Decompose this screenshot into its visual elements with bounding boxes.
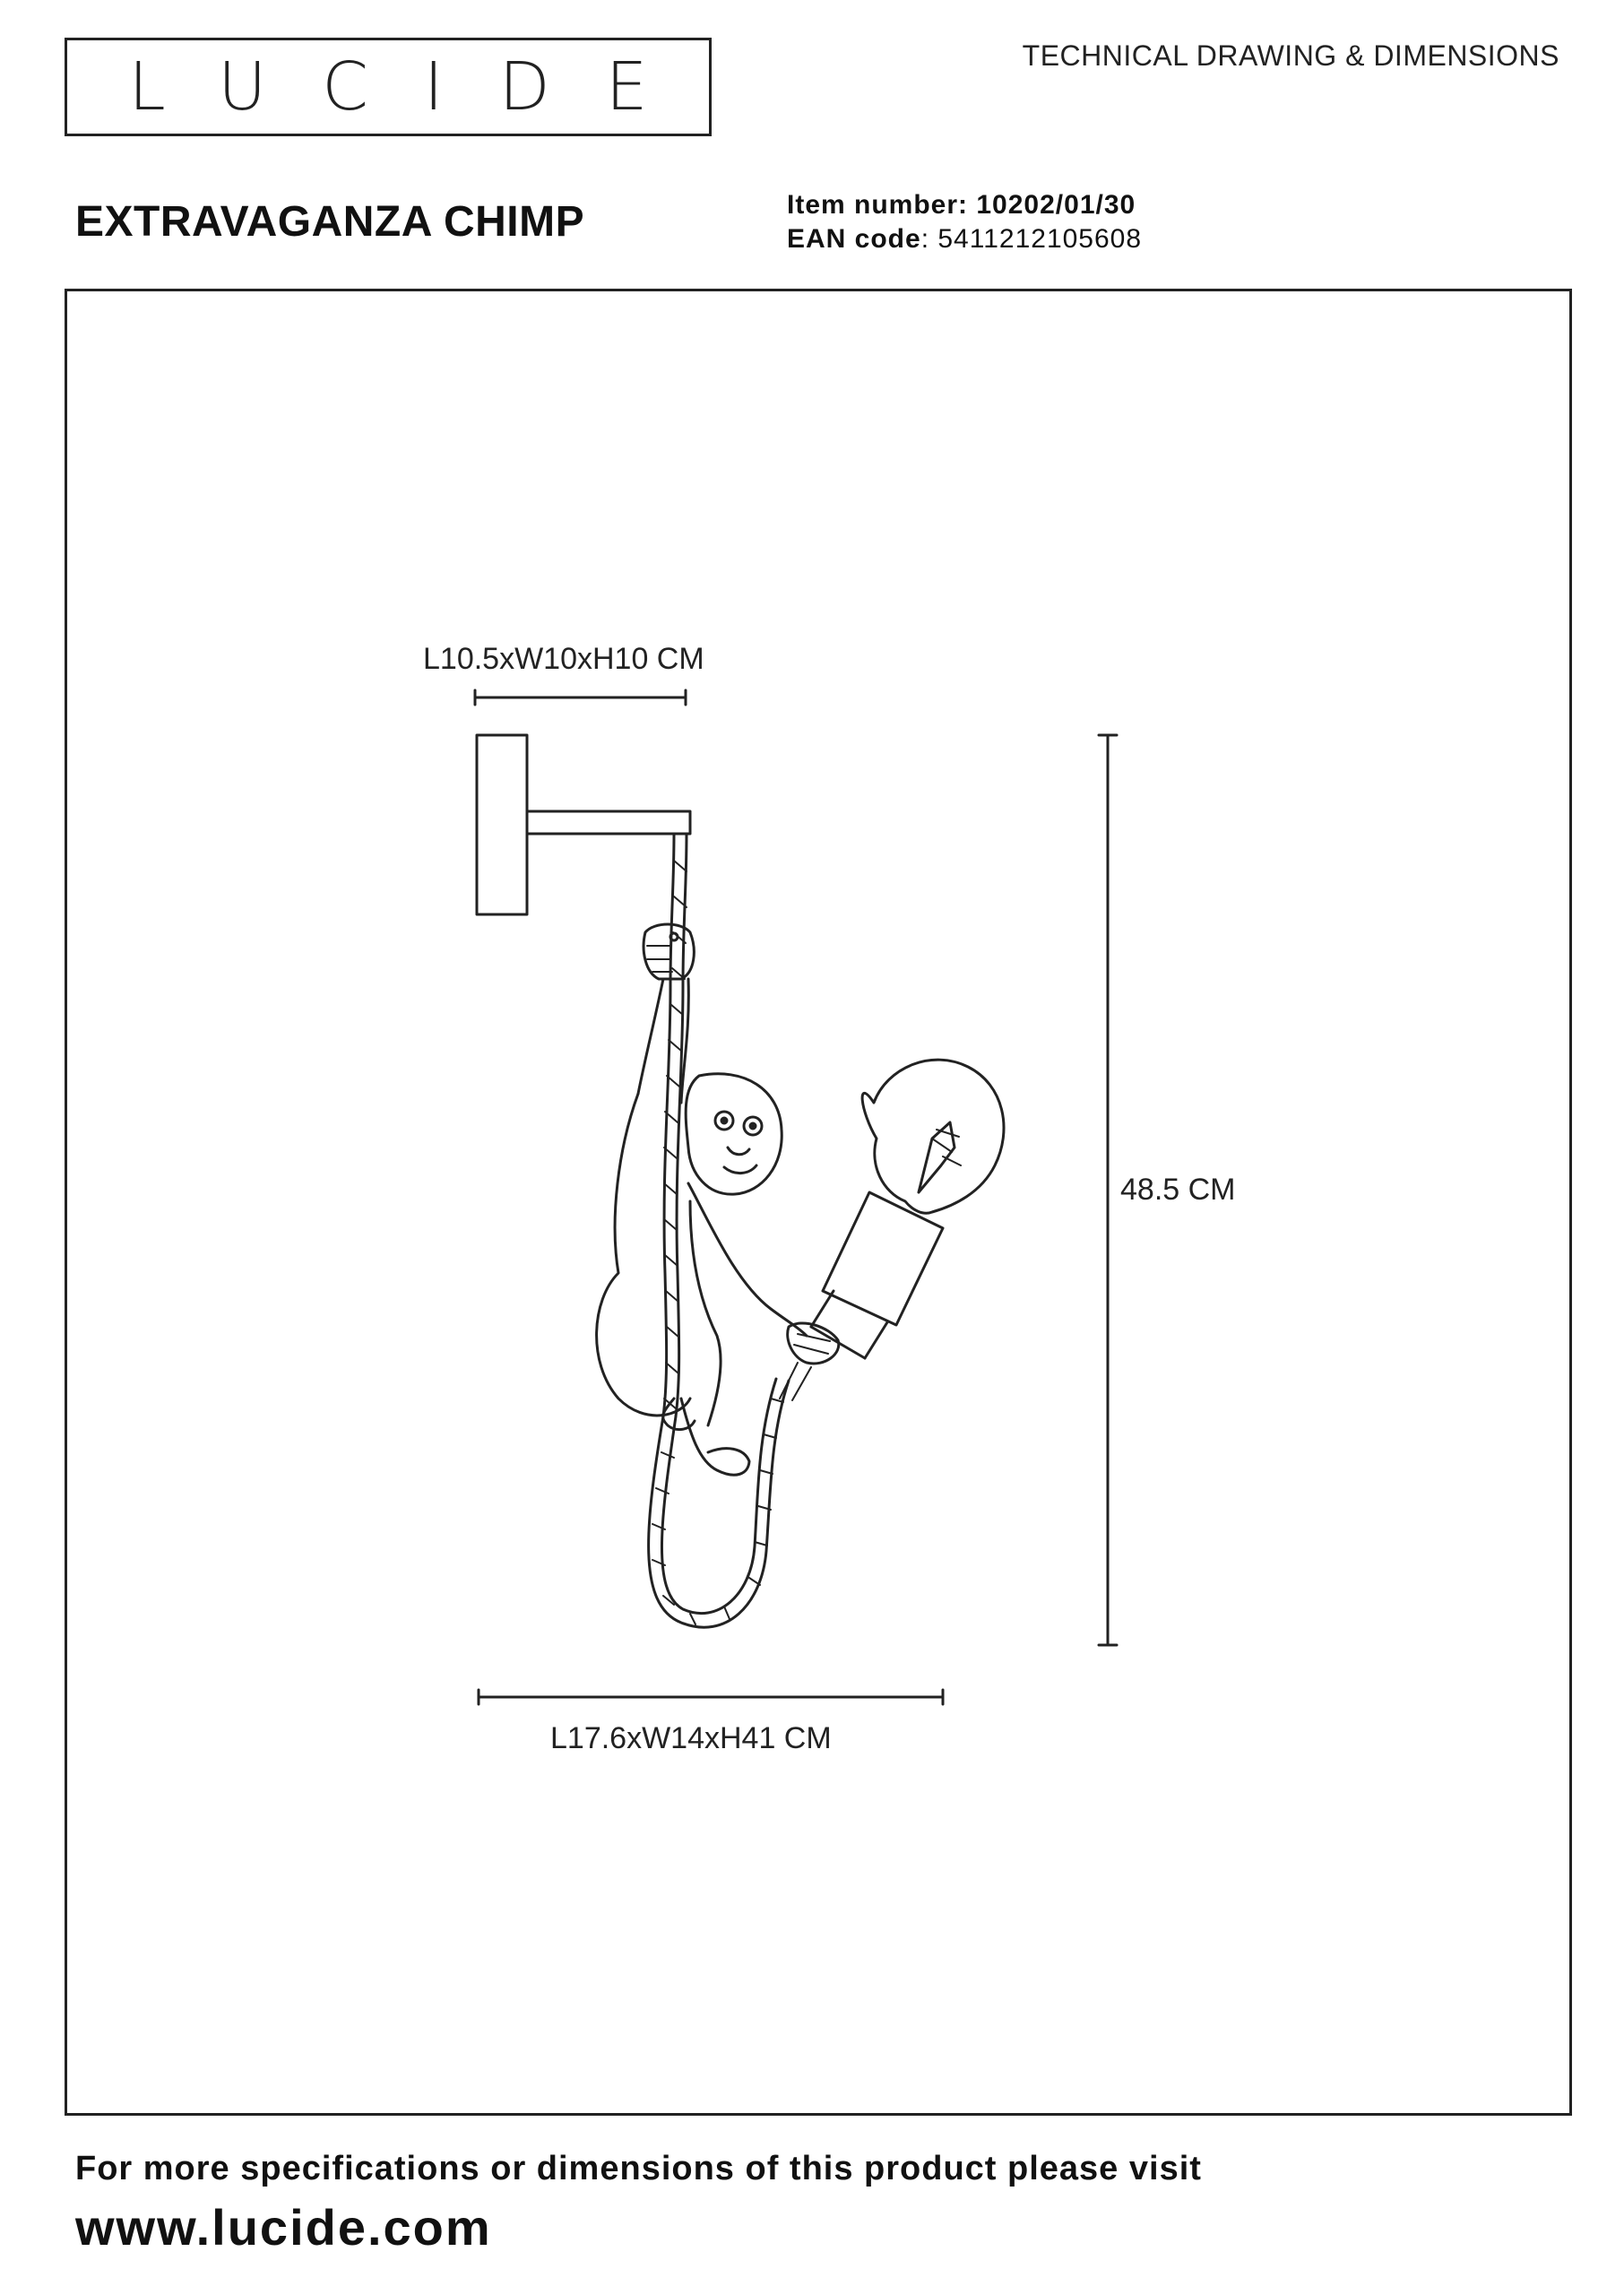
ean-code-value: 5411212105608 — [937, 224, 1143, 254]
height-dimension-label: 48.5 CM — [1120, 1173, 1236, 1207]
item-number-line: Item number: 10202/01/30 — [787, 190, 1136, 221]
brand-logo: LUCIDE — [65, 38, 712, 136]
footer-text: For more specifications or dimensions of… — [75, 2150, 1202, 2187]
brand-logo-text: LUCIDE — [128, 48, 704, 126]
overall-dimension-label: L17.6xW14xH41 CM — [550, 1721, 832, 1755]
drawing-frame — [65, 289, 1572, 2116]
overall-dimension-line — [477, 1688, 945, 1706]
ean-code-line: EAN code: 5411212105608 — [787, 224, 1142, 255]
wall-base-dimension-line — [473, 688, 687, 706]
rope — [647, 832, 790, 1629]
item-number-value: 10202/01/30 — [976, 190, 1136, 220]
wall-plate — [475, 733, 529, 916]
monkey-figure — [595, 922, 841, 1477]
document-type: TECHNICAL DRAWING & DIMENSIONS — [1022, 39, 1559, 72]
height-dimension-line — [1097, 733, 1119, 1647]
item-number-label: Item number: — [787, 190, 969, 220]
footer-website-link[interactable]: www.lucide.com — [75, 2199, 492, 2256]
ean-colon: : — [920, 224, 938, 254]
light-bulb — [860, 1058, 1006, 1215]
wall-arm — [525, 810, 692, 836]
ean-code-label: EAN code — [787, 224, 921, 254]
lamp-socket — [809, 1191, 945, 1360]
wall-base-dimension-label: L10.5xW10xH10 CM — [423, 642, 704, 676]
socket-cord — [779, 1362, 812, 1401]
product-name: EXTRAVAGANZA CHIMP — [75, 198, 585, 246]
